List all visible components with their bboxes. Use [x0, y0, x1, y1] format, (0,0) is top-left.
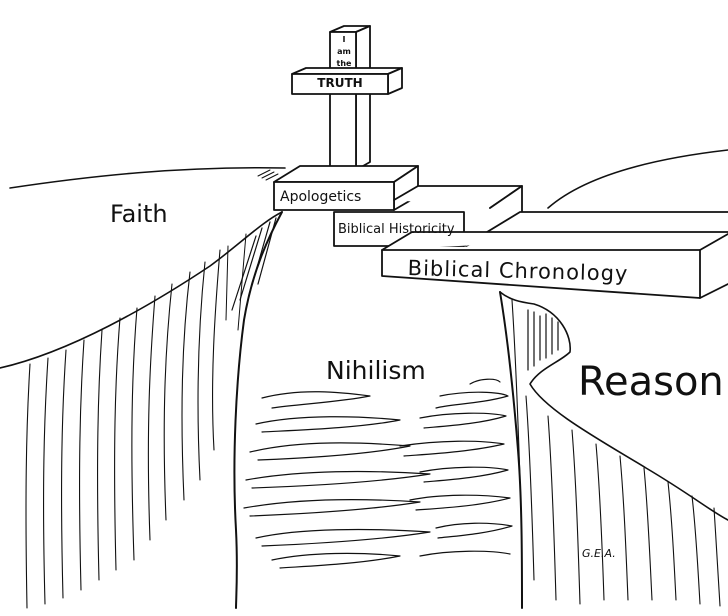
- step-label-historicity: Biblical Historicity: [338, 222, 455, 237]
- region-label-nihilism: Nihilism: [326, 356, 426, 385]
- cross-text-am: am: [337, 47, 351, 56]
- cross-text-the: the: [336, 59, 352, 68]
- cross-text-i: I: [342, 35, 346, 44]
- artist-signature: G.E.A.: [582, 547, 616, 560]
- nihilism-water: [243, 378, 513, 569]
- region-label-faith: Faith: [110, 200, 168, 228]
- cross-shape: [291, 25, 403, 171]
- step-label-chronology: Biblical Chronology: [407, 256, 629, 286]
- step-apologetics-face: [273, 181, 395, 211]
- reason-cliff: [499, 149, 728, 609]
- bridge-steps: [273, 165, 728, 299]
- step-label-apologetics: Apologetics: [280, 189, 362, 205]
- cross-text-truth: TRUTH: [317, 76, 363, 90]
- faith-cliff: [0, 166, 286, 609]
- region-label-reason: Reason: [578, 359, 724, 405]
